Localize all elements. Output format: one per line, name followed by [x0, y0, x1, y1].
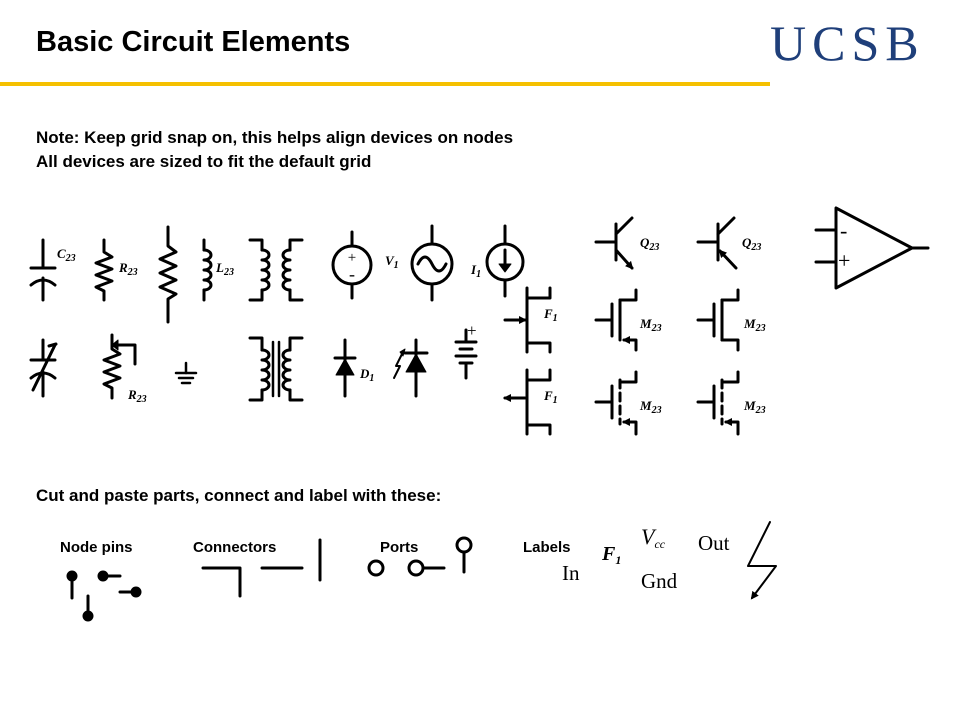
transformer-core-symbol	[248, 336, 304, 402]
slide-title: Basic Circuit Elements	[36, 26, 351, 58]
opamp-minus-sign: -	[840, 218, 847, 243]
led-symbol	[393, 338, 429, 398]
opamp-symbol	[814, 206, 930, 290]
voltage-minus-sign: -	[349, 264, 355, 284]
diode-symbol	[333, 338, 357, 398]
inductor-label: L23	[215, 260, 234, 278]
connectors-caption: Connectors	[193, 539, 276, 556]
ac-source-symbol	[410, 224, 454, 302]
node-pins-symbols	[66, 570, 142, 622]
mosfet-symbol-4	[696, 370, 740, 436]
label-vcc: Vcc	[641, 524, 666, 551]
mosfet-symbol-3	[594, 370, 638, 436]
resistor-symbol	[94, 238, 114, 302]
connectors-symbols	[201, 538, 322, 598]
variable-capacitor-symbol	[29, 338, 58, 398]
label-gnd: Gnd	[641, 569, 678, 593]
note-grid-snap: Note: Keep grid snap on, this helps alig…	[36, 128, 514, 147]
mosfet-label-4: M23	[743, 398, 766, 416]
resistor-label: R23	[118, 260, 138, 278]
current-source-symbol	[485, 224, 525, 298]
npn-label: Q23	[640, 235, 659, 253]
pnp-transistor-symbol	[696, 216, 738, 270]
labels-caption: Labels	[523, 539, 571, 556]
potentiometer-label: R23	[127, 387, 147, 405]
note-default-grid: All devices are sized to fit the default…	[36, 152, 372, 171]
ground-symbol	[174, 361, 198, 385]
fet-symbol-upper	[503, 286, 552, 354]
opamp-plus-sign: +	[838, 248, 850, 273]
mosfet-label-1: M23	[639, 316, 662, 334]
ports-caption: Ports	[380, 539, 418, 556]
lightning-arrow-symbol	[747, 521, 777, 600]
ports-symbols	[367, 536, 473, 577]
nmos-symbol-1	[594, 288, 638, 352]
npn-transistor-symbol	[594, 216, 634, 270]
fet-symbol-lower	[503, 368, 552, 436]
diode-label: D1	[359, 366, 374, 384]
capacitor-symbol	[29, 238, 57, 302]
battery-plus-sign: +	[467, 321, 477, 340]
battery-symbol	[454, 328, 478, 380]
ac-source-label: V1	[385, 253, 399, 271]
resistor-long-symbol	[158, 225, 178, 324]
node-pins-caption: Node pins	[60, 539, 133, 556]
current-source-label: I1	[470, 262, 481, 280]
label-f1: F1	[601, 543, 621, 567]
label-in: In	[562, 561, 580, 585]
ucsb-logo: UCSB	[770, 15, 925, 71]
fet-lower-label: F1	[543, 388, 558, 406]
label-out: Out	[698, 531, 730, 555]
inductor-symbol	[202, 238, 213, 302]
nmos-symbol-2	[696, 288, 740, 352]
accent-rule	[0, 82, 770, 86]
transformer-symbol	[248, 238, 304, 302]
dc-voltage-source-symbol	[331, 230, 373, 300]
voltage-plus-sign: +	[348, 250, 356, 266]
potentiometer-symbol	[102, 333, 137, 400]
note-cut-paste: Cut and paste parts, connect and label w…	[36, 486, 442, 505]
capacitor-label: C23	[57, 246, 76, 264]
mosfet-label-2: M23	[743, 316, 766, 334]
fet-upper-label: F1	[543, 306, 558, 324]
mosfet-label-3: M23	[639, 398, 662, 416]
pnp-label: Q23	[742, 235, 761, 253]
